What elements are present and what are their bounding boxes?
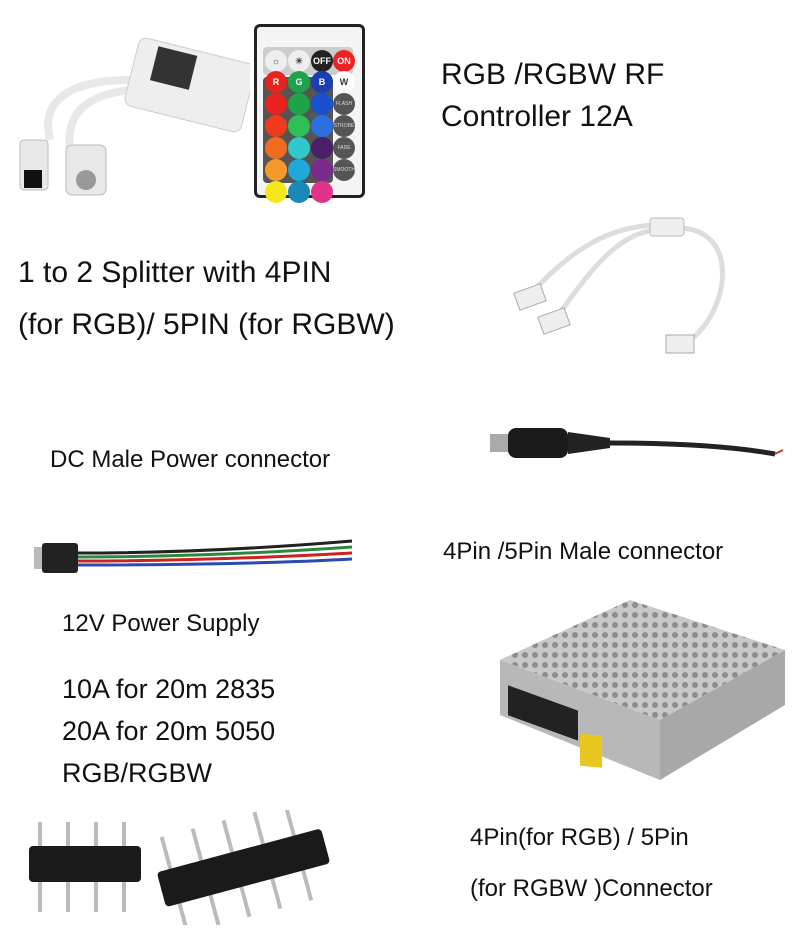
controller-title-line2: Controller 12A [441,100,633,133]
dc-male-connector-image [490,428,784,458]
remote-color-button [288,181,310,203]
5pin-connector-image [157,810,330,925]
remote-w: W [333,71,355,93]
remote-color-button [265,93,287,115]
dc-connector-label: DC Male Power connector [50,446,331,473]
power-supply-line2: 20A for 20m 5050 [62,716,276,746]
remote-control-image: ☼ ☀ OFF ON R G B W FLASH STROBE FADE SMO… [254,24,365,203]
brightness-down-icon: ☼ [265,50,287,72]
remote-flash: FLASH [333,93,355,115]
pin-connector-line1: 4Pin(for RGB) / 5Pin [470,824,689,851]
remote-color-button [265,115,287,137]
power-supply-line1: 10A for 20m 2835 [62,674,276,704]
power-supply-line3: RGB/RGBW [62,758,213,788]
remote-on: ON [333,50,355,72]
male-connector-label: 4Pin /5Pin Male connector [443,538,724,565]
remote-color-button [311,159,333,181]
rgb-male-connector-cable-image [34,539,353,573]
power-supply-title: 12V Power Supply [62,610,260,637]
remote-strobe: STROBE [333,115,355,137]
power-supply-image [500,600,785,780]
remote-color-button [288,93,310,115]
splitter-title-line2: (for RGB)/ 5PIN (for RGBW) [18,308,395,341]
brightness-up-icon: ☀ [288,50,310,72]
remote-color-button [265,137,287,159]
remote-color-button [265,181,287,203]
pin-connector-line2: (for RGBW )Connector [470,875,713,902]
remote-g: G [288,71,310,93]
remote-color-button [311,115,333,137]
remote-color-button [288,159,310,181]
remote-fade: FADE [333,137,355,159]
remote-color-button [311,181,333,203]
remote-color-button [311,93,333,115]
remote-color-button [311,137,333,159]
wifi-controller-image [19,37,250,196]
remote-color-button [288,115,310,137]
remote-color-button [265,159,287,181]
remote-off: OFF [311,50,333,72]
splitter-title-line1: 1 to 2 Splitter with 4PIN [18,256,332,289]
splitter-cable-image [513,217,725,354]
remote-color-button [288,137,310,159]
4pin-connector-image [29,822,141,912]
remote-r: R [265,71,287,93]
remote-b: B [311,71,333,93]
controller-title-line1: RGB /RGBW RF [441,58,665,91]
remote-smooth: SMOOTH [333,159,355,181]
